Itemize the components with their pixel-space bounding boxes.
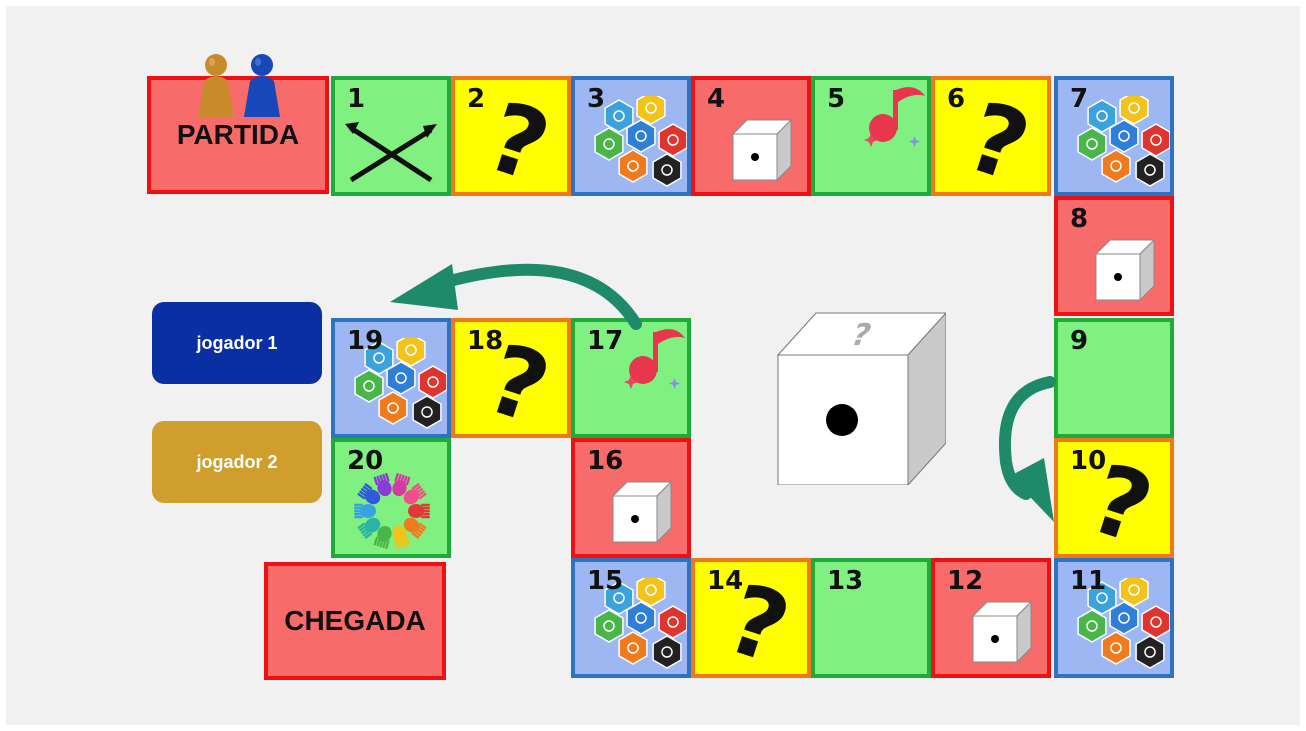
question-mark-icon: ? [961,98,1041,186]
board-square-20[interactable]: 20 [331,438,451,558]
die-icon [1094,238,1156,306]
square-number: 4 [707,86,725,112]
board-square-14[interactable]: 14? [691,558,811,678]
finish-square: CHEGADA [264,562,446,680]
board-square-10[interactable]: 10? [1054,438,1174,558]
square-number: 16 [587,448,623,474]
square-number: 19 [347,328,383,354]
pawn-player-1[interactable] [240,51,284,119]
board-square-17[interactable]: 17 [571,318,691,438]
board-square-13[interactable]: 13 [811,558,931,678]
square-number: 9 [1070,328,1088,354]
square-number: 6 [947,86,965,112]
crossed-arrows-icon [345,118,441,192]
square-number: 7 [1070,86,1088,112]
square-number: 20 [347,448,383,474]
category-hexagons-icon [593,96,689,192]
square-number: 8 [1070,206,1088,232]
die-icon [971,600,1033,668]
square-number: 13 [827,568,863,594]
board-square-3[interactable]: 3 [571,76,691,196]
board-square-15[interactable]: 15 [571,558,691,678]
board-square-7[interactable]: 7 [1054,76,1174,196]
board-square-6[interactable]: 6? [931,76,1051,196]
square-number: 11 [1070,568,1106,594]
square-number: 10 [1070,448,1106,474]
die-icon [731,118,793,186]
square-number: 3 [587,86,605,112]
board-square-1[interactable]: 1 [331,76,451,196]
music-note-icon [863,80,931,154]
square-number: 15 [587,568,623,594]
square-number: 5 [827,86,845,112]
hands-circle-icon [349,468,435,558]
square-number: 14 [707,568,743,594]
board-square-19[interactable]: 19 [331,318,451,438]
board-square-5[interactable]: 5 [811,76,931,196]
svg-text:?: ? [961,98,1041,182]
board-square-16[interactable]: 16 [571,438,691,558]
player-1-label: jogador 1 [196,333,277,354]
start-square: PARTIDA [147,76,329,194]
category-hexagons-icon [1076,96,1172,192]
board-square-11[interactable]: 11 [1054,558,1174,678]
arrow-back-icon [386,254,646,334]
board-square-4[interactable]: 4 [691,76,811,196]
arrow-down-icon [988,372,1058,532]
board-square-9[interactable]: 9 [1054,318,1174,438]
start-label: PARTIDA [177,119,299,151]
board-square-12[interactable]: 12 [931,558,1051,678]
square-number: 1 [347,86,365,112]
board-square-2[interactable]: 2? [451,76,571,196]
player-2-button[interactable]: jogador 2 [152,421,322,503]
square-number: 12 [947,568,983,594]
center-die-icon[interactable]: ? [776,309,946,485]
player-1-button[interactable]: jogador 1 [152,302,322,384]
die-icon [611,480,673,548]
pawn-player-2[interactable] [194,51,238,119]
board-square-18[interactable]: 18? [451,318,571,438]
square-number: 2 [467,86,485,112]
finish-label: CHEGADA [284,605,426,637]
question-mark-icon: ? [481,98,561,186]
player-2-label: jogador 2 [196,452,277,473]
svg-text:?: ? [481,98,561,182]
board-square-8[interactable]: 8 [1054,196,1174,316]
